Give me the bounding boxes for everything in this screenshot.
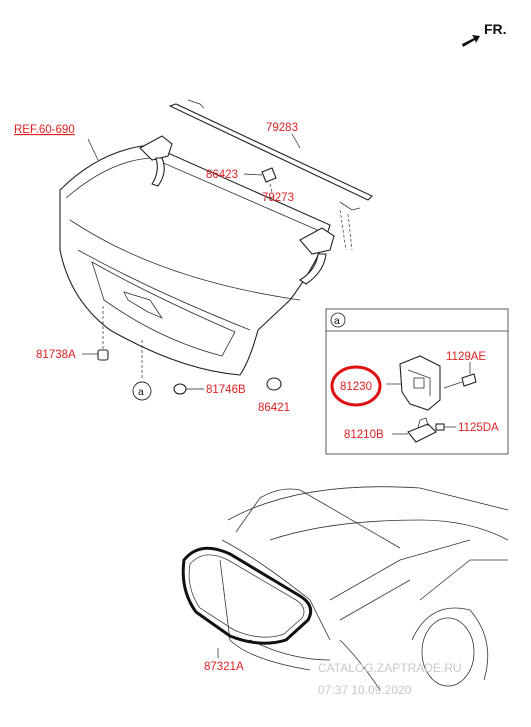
left-hinge[interactable] [139,135,173,187]
callout-a[interactable]: a [132,381,152,401]
part-79283[interactable]: 79283 [266,122,298,134]
clip-leader [243,173,263,176]
part-1125DA[interactable]: 1125DA [458,422,499,434]
stay-dash-lines [339,209,353,251]
part-1129AE[interactable]: 1129AE [446,351,486,363]
reference-leader [87,138,99,161]
trunk-lid-stay[interactable] [168,99,373,211]
watermark-timestamp: 07:37 10.09.2020 [318,683,412,697]
reference-label[interactable]: REF.60-690 [14,124,75,136]
latch-bolt[interactable] [443,373,477,389]
weatherstrip[interactable] [181,546,313,645]
detail-a-tag: a [330,312,346,328]
part-87321A[interactable]: 87321A [204,661,244,673]
vehicle-rear-view [219,486,509,691]
lid-grommet[interactable] [173,383,187,395]
detail-a-panel: a 81230 1129AE 81210B 1125DA [325,308,509,455]
highlight-circle [330,365,382,407]
lid-bumper[interactable] [97,349,109,361]
front-label: FR. [484,21,507,37]
part-81738A[interactable]: 81738A [36,349,76,361]
part-86423[interactable]: 86423 [206,169,238,181]
watermark-site: CATALOG.ZAPTRADE.RU [318,661,462,675]
arrow-icon [462,35,480,47]
bracket-leader [269,183,273,193]
trunk-lid[interactable] [59,144,331,376]
front-direction-indicator: FR. [462,21,507,47]
svg-text:a: a [138,386,144,398]
striker-bolt[interactable] [435,423,445,431]
part-81746B[interactable]: 81746B [206,384,246,396]
stay-clip[interactable] [261,167,277,183]
part-81230[interactable]: 81230 [340,381,372,393]
trunk-latch[interactable] [399,355,441,411]
part-81210B[interactable]: 81210B [344,429,384,441]
striker[interactable] [407,417,437,443]
svg-text:a: a [334,315,340,327]
stay-leader [291,133,301,149]
emblem[interactable] [266,377,282,391]
part-79273[interactable]: 79273 [262,192,294,204]
part-86421[interactable]: 86421 [258,402,290,414]
right-hinge[interactable] [298,227,335,285]
